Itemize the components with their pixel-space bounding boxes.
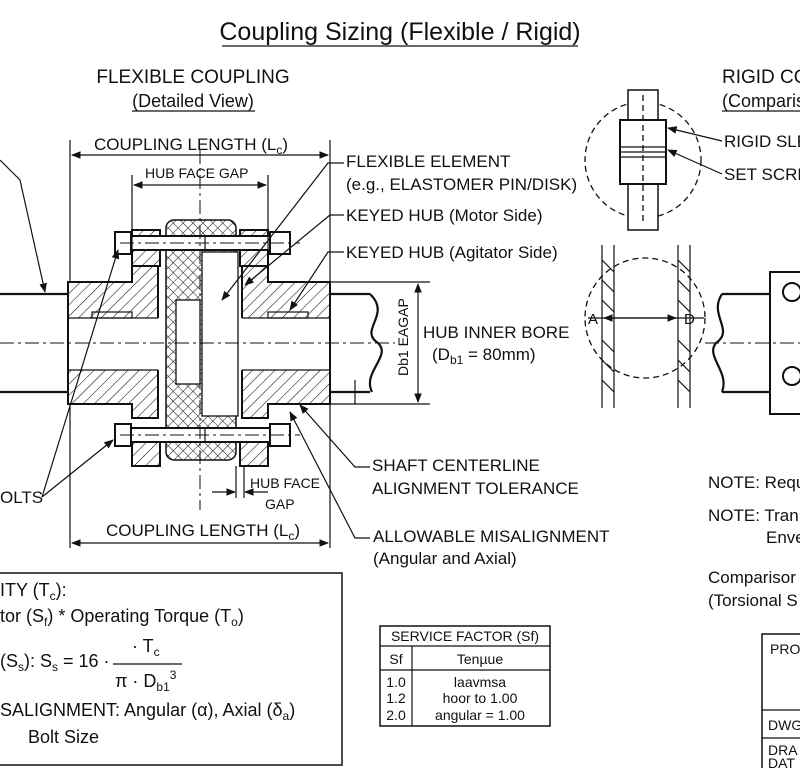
formula-fraction-denominator: π · Db13 bbox=[115, 668, 177, 694]
flexible-element-leader bbox=[221, 162, 344, 301]
table-cell: hoor to 1.00 bbox=[443, 690, 518, 706]
rigid-section-circle bbox=[584, 257, 706, 379]
motor-shaft bbox=[0, 292, 68, 394]
rigid-label-a: A bbox=[588, 311, 598, 328]
formula-shear-stress: (Ss): Ss = 16 · bbox=[0, 651, 110, 674]
keyed-hub-agitator-leader bbox=[289, 251, 344, 311]
note-1: NOTE: Requ bbox=[708, 473, 800, 492]
formula-bolt-size: Bolt Size bbox=[28, 727, 99, 747]
alignment-tolerance-label: ALIGNMENT TOLERANCE bbox=[372, 479, 579, 498]
keyway-agitator bbox=[267, 311, 309, 319]
table-header-sf: Sf bbox=[389, 651, 402, 667]
service-factor-table: SERVICE FACTOR (Sf) Sf Tenµue 1.0 laavms… bbox=[379, 625, 551, 727]
formula-misalignment: SALIGNMENT: Angular (α), Axial (δa) bbox=[0, 700, 295, 723]
shaft-centerline-leader bbox=[299, 404, 370, 468]
torsional-label: (Torsional S bbox=[708, 591, 798, 610]
rigid-label-d: D bbox=[684, 311, 695, 328]
element-window-left bbox=[175, 299, 201, 385]
hub-face-label-1: HUB FACE bbox=[250, 475, 320, 491]
bolts-label: OLTS bbox=[0, 488, 43, 507]
formula-fraction-numerator: · Tc bbox=[132, 636, 160, 659]
angular-axial-label: (Angular and Axial) bbox=[373, 549, 517, 568]
title-block-cell: DAT bbox=[768, 755, 795, 768]
allowable-misalignment-label: ALLOWABLE MISALIGNMENT bbox=[373, 527, 609, 546]
rigid-bolt-bottom bbox=[782, 366, 800, 386]
keyway-motor bbox=[91, 311, 133, 319]
flexible-element-label: FLEXIBLE ELEMENT bbox=[346, 152, 510, 171]
set-screw-label: SET SCRE bbox=[724, 165, 800, 184]
hub-inner-bore-label: HUB INNER BORE bbox=[423, 323, 569, 342]
keyed-hub-motor-leader bbox=[244, 214, 344, 286]
page-title: Coupling Sizing (Flexible / Rigid) bbox=[219, 18, 580, 46]
table-cell: 1.2 bbox=[386, 690, 406, 706]
title-block-cell: DWG bbox=[768, 717, 800, 733]
formula-torque-capacity: ITY (Tc): bbox=[0, 580, 67, 603]
flexible-subheading: (Detailed View) bbox=[132, 91, 254, 111]
comparison-label: Comparisor bbox=[708, 568, 796, 587]
allowable-misalignment-leader bbox=[289, 411, 370, 539]
flexible-heading: FLEXIBLE COUPLING bbox=[96, 67, 289, 88]
coupling-length-bottom-label: COUPLING LENGTH (Lc) bbox=[106, 521, 300, 543]
flexible-element-example: (e.g., ELASTOMER PIN/DISK) bbox=[346, 175, 577, 194]
service-factor-title: SERVICE FACTOR (Sf) bbox=[391, 628, 539, 644]
note-2-continued: Enve bbox=[766, 528, 800, 547]
shaft-centerline-label: SHAFT CENTERLINE bbox=[372, 456, 540, 475]
note-2: NOTE: Tran bbox=[708, 506, 799, 525]
hub-face-gap-top-label: HUB FACE GAP bbox=[145, 165, 248, 181]
title-block-cell: PRO bbox=[770, 641, 800, 657]
rigid-bolt-top bbox=[782, 282, 800, 302]
coupling-length-top-label: COUPLING LENGTH (Lc) bbox=[94, 135, 288, 157]
table-cell: angular = 1.00 bbox=[435, 707, 525, 723]
table-header-torque: Tenµue bbox=[457, 651, 503, 667]
db1-vertical-label: Db1 EAGAP bbox=[395, 298, 411, 376]
formula-service-factor: tor (Sf) * Operating Torque (To) bbox=[0, 606, 244, 629]
element-window-center bbox=[201, 251, 239, 417]
keyed-hub-agitator-label: KEYED HUB (Agitator Side) bbox=[346, 243, 558, 262]
hub-inner-bore-value: (Db1 = 80mm) bbox=[432, 345, 536, 367]
title-block: PRO DWG DRA DAT bbox=[761, 633, 800, 768]
bolts-leader-1 bbox=[41, 439, 114, 498]
table-cell: laavmsa bbox=[454, 674, 506, 690]
bolts-leader-2 bbox=[41, 249, 120, 498]
title-block-cell: DRA bbox=[768, 742, 798, 758]
keyed-hub-motor-label: KEYED HUB (Motor Side) bbox=[346, 206, 543, 225]
table-cell: 2.0 bbox=[386, 707, 406, 723]
hub-face-label-2: GAP bbox=[265, 496, 295, 512]
rigid-subheading: (Comparis bbox=[722, 91, 800, 111]
motor-shaft-leader bbox=[0, 159, 47, 293]
rigid-heading: RIGID CO bbox=[722, 67, 800, 88]
table-cell: 1.0 bbox=[386, 674, 406, 690]
formula-box bbox=[0, 572, 343, 766]
rigid-sleeve-label: RIGID SLE bbox=[724, 132, 800, 151]
